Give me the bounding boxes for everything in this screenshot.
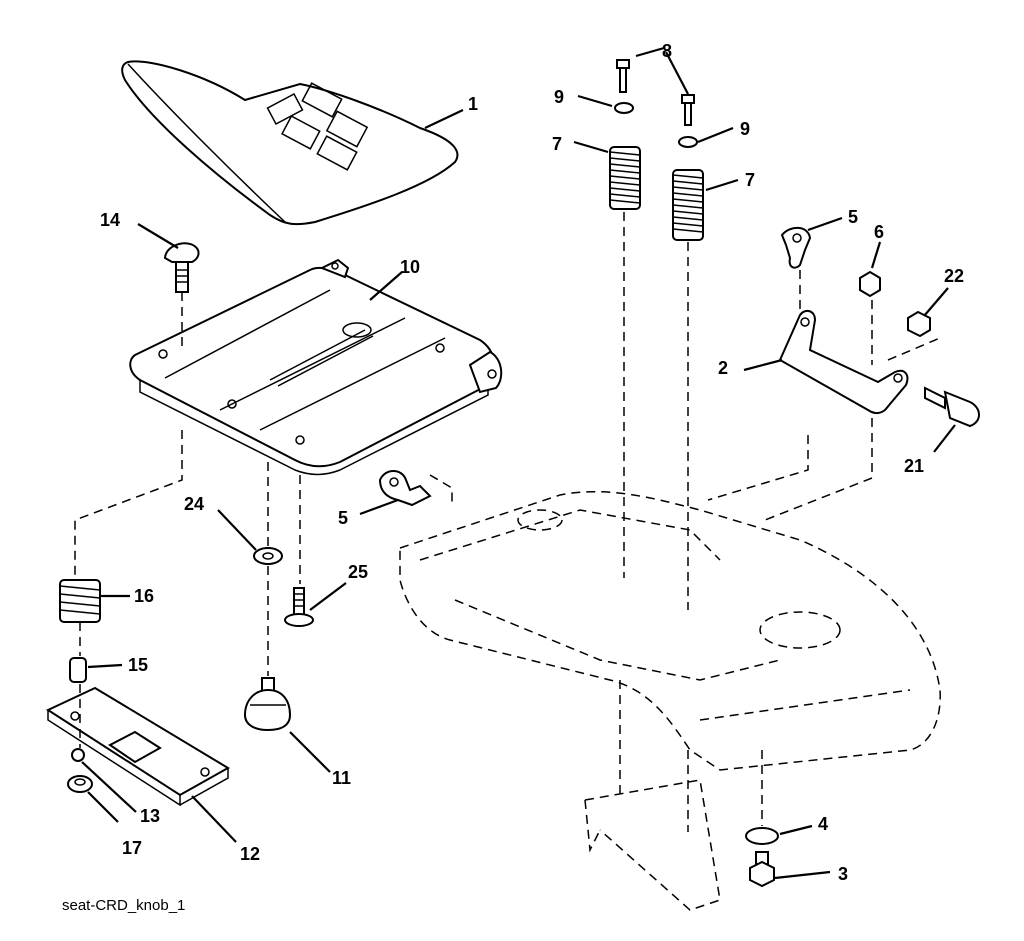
flange-nut	[67, 775, 93, 793]
clip-upper	[780, 226, 812, 269]
bolt-right	[681, 94, 695, 126]
hex-screw	[749, 851, 775, 888]
callout-3: 3	[838, 864, 848, 884]
seat-pan	[129, 258, 503, 476]
callout-12: 12	[240, 844, 260, 864]
callout-8: 8	[662, 41, 672, 61]
adjustment-plate	[45, 686, 230, 807]
bolt-left	[616, 59, 630, 93]
callout-7-left: 7	[552, 134, 562, 154]
callout-11: 11	[332, 768, 351, 788]
lock-nut	[907, 310, 931, 338]
callout-22: 22	[944, 266, 964, 286]
callout-15: 15	[128, 655, 148, 675]
adjustment-knob	[243, 677, 292, 732]
callout-7-right: 7	[745, 170, 755, 190]
washer-bottom	[745, 827, 779, 845]
carriage-bolt	[163, 242, 200, 293]
washer-right	[678, 136, 698, 148]
diagram-caption: seat-CRD_knob_1	[62, 897, 185, 914]
callout-17: 17	[122, 838, 142, 858]
callout-5-upper: 5	[848, 207, 858, 227]
callout-2: 2	[718, 358, 728, 378]
callout-9-left: 9	[554, 87, 564, 107]
alignment-lines	[74, 212, 941, 832]
washer-left	[614, 102, 634, 114]
leader-lines	[81, 46, 956, 880]
shoulder-screw	[284, 587, 314, 627]
spring-left	[609, 146, 641, 210]
callout-14: 14	[100, 210, 120, 230]
callout-24: 24	[184, 494, 204, 514]
callout-13: 13	[140, 806, 160, 826]
callout-labels: 1 14 10 8 9 9 7 7 5 6 22 2 21 5 24 25 16…	[100, 41, 964, 884]
seat-cushion	[121, 60, 459, 226]
callout-5-lower: 5	[338, 508, 348, 528]
callout-10: 10	[400, 257, 420, 277]
callout-6: 6	[874, 222, 884, 242]
flat-washer	[253, 547, 283, 565]
clip-lower	[378, 470, 432, 507]
shoulder-bolt	[924, 386, 980, 428]
callout-16: 16	[134, 586, 154, 606]
spring-right	[672, 169, 704, 241]
spacer	[69, 657, 87, 683]
hex-nut-small	[71, 748, 85, 762]
callout-1: 1	[468, 94, 478, 114]
callout-25: 25	[348, 562, 368, 582]
seat-bracket	[778, 309, 909, 414]
fender-outline	[399, 490, 941, 911]
compression-spring	[59, 579, 101, 623]
callout-21: 21	[904, 456, 924, 476]
callout-4: 4	[818, 814, 828, 834]
hex-nut	[859, 270, 881, 298]
callout-9-right: 9	[740, 119, 750, 139]
